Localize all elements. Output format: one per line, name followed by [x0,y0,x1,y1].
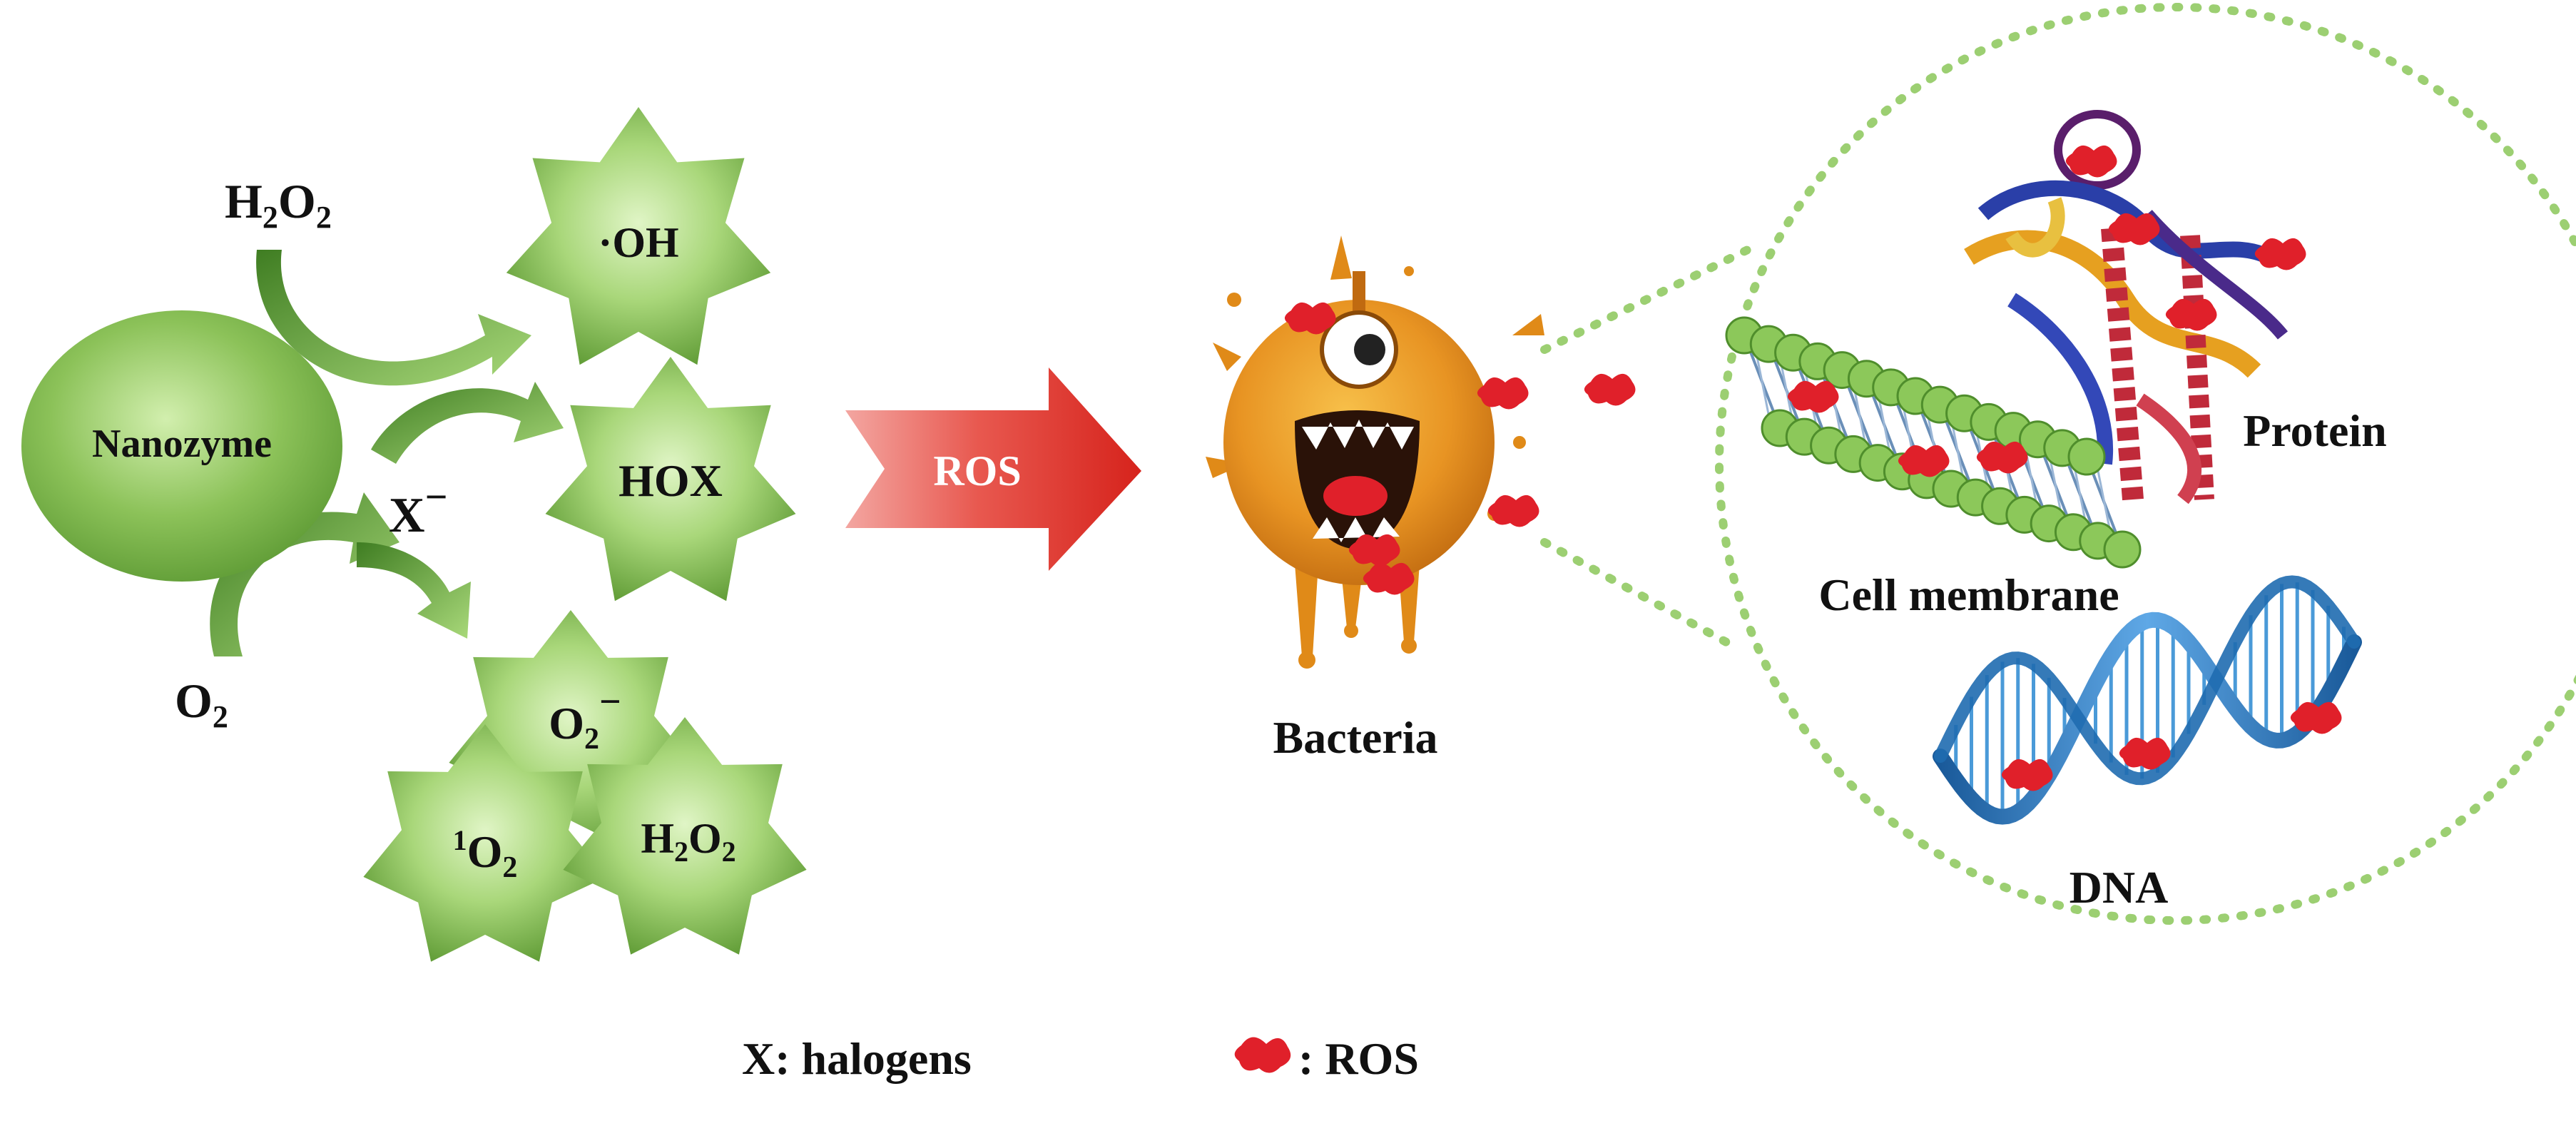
ros-blob [2254,238,2306,270]
ros-blob [1898,445,1950,477]
lipid-head [2103,530,2142,569]
ros-blob [2065,145,2117,178]
zoom-panel: Protein Cell membrane DNA [1540,3,2576,925]
lipid-head [2067,437,2106,476]
ros-blob [2165,298,2217,331]
bacteria-tongue [1323,476,1388,516]
reactant-h2o2: H2O2 [225,174,332,235]
zoom-line-top [1540,242,1759,354]
bacteria-eye-stalk [1353,271,1365,314]
zoom-line-bottom [1540,538,1731,646]
ros-blob [1348,534,1400,567]
product-hydrogen-peroxide-label: H2O2 [641,815,735,868]
curve-arrow-to-o2minus [357,542,471,639]
bacteria-pupil [1354,334,1385,365]
dna-label: DNA [2070,862,2169,913]
cell-membrane-label: Cell membrane [1818,569,2119,620]
reactant-halide: X− [389,475,447,543]
reaction-panel: Nanozyme H2O2 X− O2 ·OH HOX O2− 1O2 H2O2 [21,107,807,962]
legend-ros-marker [1234,1037,1291,1073]
ros-blob [1284,302,1336,335]
ros-arrow-label: ROS [933,447,1021,494]
ros-arrow: ROS [845,367,1141,571]
ros-blob [1477,377,1529,410]
bacteria-teeth-top [1302,420,1414,450]
star-hydrogen-peroxide [563,717,807,955]
ros-blob [2119,737,2171,770]
ros-blob [1976,441,2028,474]
nanozyme-ellipse [21,310,342,582]
legend: X: halogens : ROS [742,1033,1419,1084]
product-singlet-oxygen-label: 1O2 [453,824,518,884]
ros-blob [2290,701,2342,734]
protein-label: Protein [2243,405,2386,456]
bacteria-teeth-bottom [1313,517,1400,542]
ros-blob [1487,494,1539,527]
ros-markers [1284,145,2342,791]
star-hydroxyl [506,107,771,365]
ros-blob [2108,213,2160,245]
product-superoxide-label: O2− [549,680,621,756]
curve-arrow-h2o2 [256,250,531,386]
ros-blob [1363,562,1415,595]
bacteria-splats [1206,235,1544,669]
bacteria-label: Bacteria [1273,712,1438,763]
dna-helix [1933,575,2362,825]
cell-membrane-structure [1725,316,2142,569]
star-hox [545,357,796,602]
bacteria-illustration: Bacteria [1206,235,1544,763]
ros-blob [1584,373,1636,406]
zoom-circle [1715,3,2576,925]
curve-arrow-to-hox [371,382,564,464]
star-singlet-oxygen [363,724,607,962]
legend-halogens: X: halogens [742,1033,972,1084]
legend-ros-label: : ROS [1298,1033,1419,1084]
product-hox-label: HOX [618,455,723,506]
ros-arrow-shape [845,367,1141,571]
reactant-o2: O2 [175,674,228,734]
ros-blob [1787,380,1839,413]
ros-blob [2001,759,2053,791]
nanozyme-label: Nanozyme [92,422,272,466]
product-hydroxyl-label: ·OH [598,219,678,266]
